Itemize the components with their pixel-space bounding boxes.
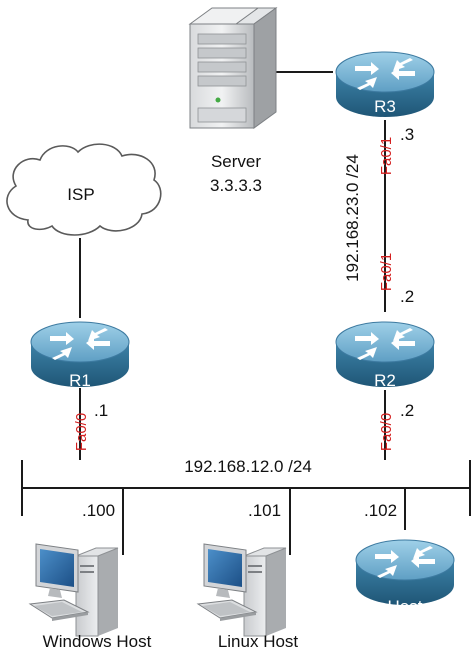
router-host[interactable]: Host	[355, 539, 455, 616]
linux-host[interactable]: Linux Host	[197, 543, 299, 651]
r3-fa01-addr: .3	[400, 125, 414, 144]
host-addresses: .100 .101 .102	[82, 501, 397, 520]
server-icon	[188, 7, 278, 129]
r2-label: R2	[374, 371, 396, 390]
server-label: Server	[211, 152, 261, 171]
router-r2[interactable]: R2	[335, 321, 435, 390]
linux-host-label: Linux Host	[218, 632, 299, 651]
windows-host-addr: .100	[82, 501, 115, 520]
r1-fa00-label: Fa0/0	[73, 413, 90, 451]
windows-host-label: Windows Host	[43, 632, 152, 651]
links	[21, 71, 471, 555]
router-icon	[355, 539, 455, 606]
r2-r3-network-label: 192.168.23.0 /24	[343, 154, 362, 282]
router-r1[interactable]: R1	[30, 321, 130, 390]
r2-fa01-addr: .2	[400, 287, 414, 306]
r1-fa00-addr: .1	[94, 401, 108, 420]
host-addr: .102	[364, 501, 397, 520]
interface-labels: Fa0/0 .1 Fa0/0 .2 Fa0/1 .2 Fa0/1 .3	[73, 125, 414, 451]
r3-fa01-label: Fa0/1	[378, 137, 395, 175]
server[interactable]: Server 3.3.3.3	[188, 7, 278, 195]
r2-fa00-label: Fa0/0	[378, 413, 395, 451]
isp-label: ISP	[67, 185, 94, 204]
workstation-icon	[29, 543, 119, 637]
r3-label: R3	[374, 97, 396, 116]
linux-host-addr: .101	[248, 501, 281, 520]
r2-fa01-label: Fa0/1	[378, 253, 395, 291]
r1-label: R1	[69, 371, 91, 390]
isp-cloud: ISP	[6, 143, 162, 236]
workstation-icon	[197, 543, 287, 637]
lan-network-label: 192.168.12.0 /24	[184, 457, 312, 476]
host-label: Host	[388, 597, 423, 616]
cloud-icon	[6, 143, 162, 236]
r2-fa00-addr: .2	[400, 401, 414, 420]
router-r3[interactable]: R3	[335, 51, 435, 118]
windows-host[interactable]: Windows Host	[29, 543, 152, 651]
server-address: 3.3.3.3	[210, 176, 262, 195]
